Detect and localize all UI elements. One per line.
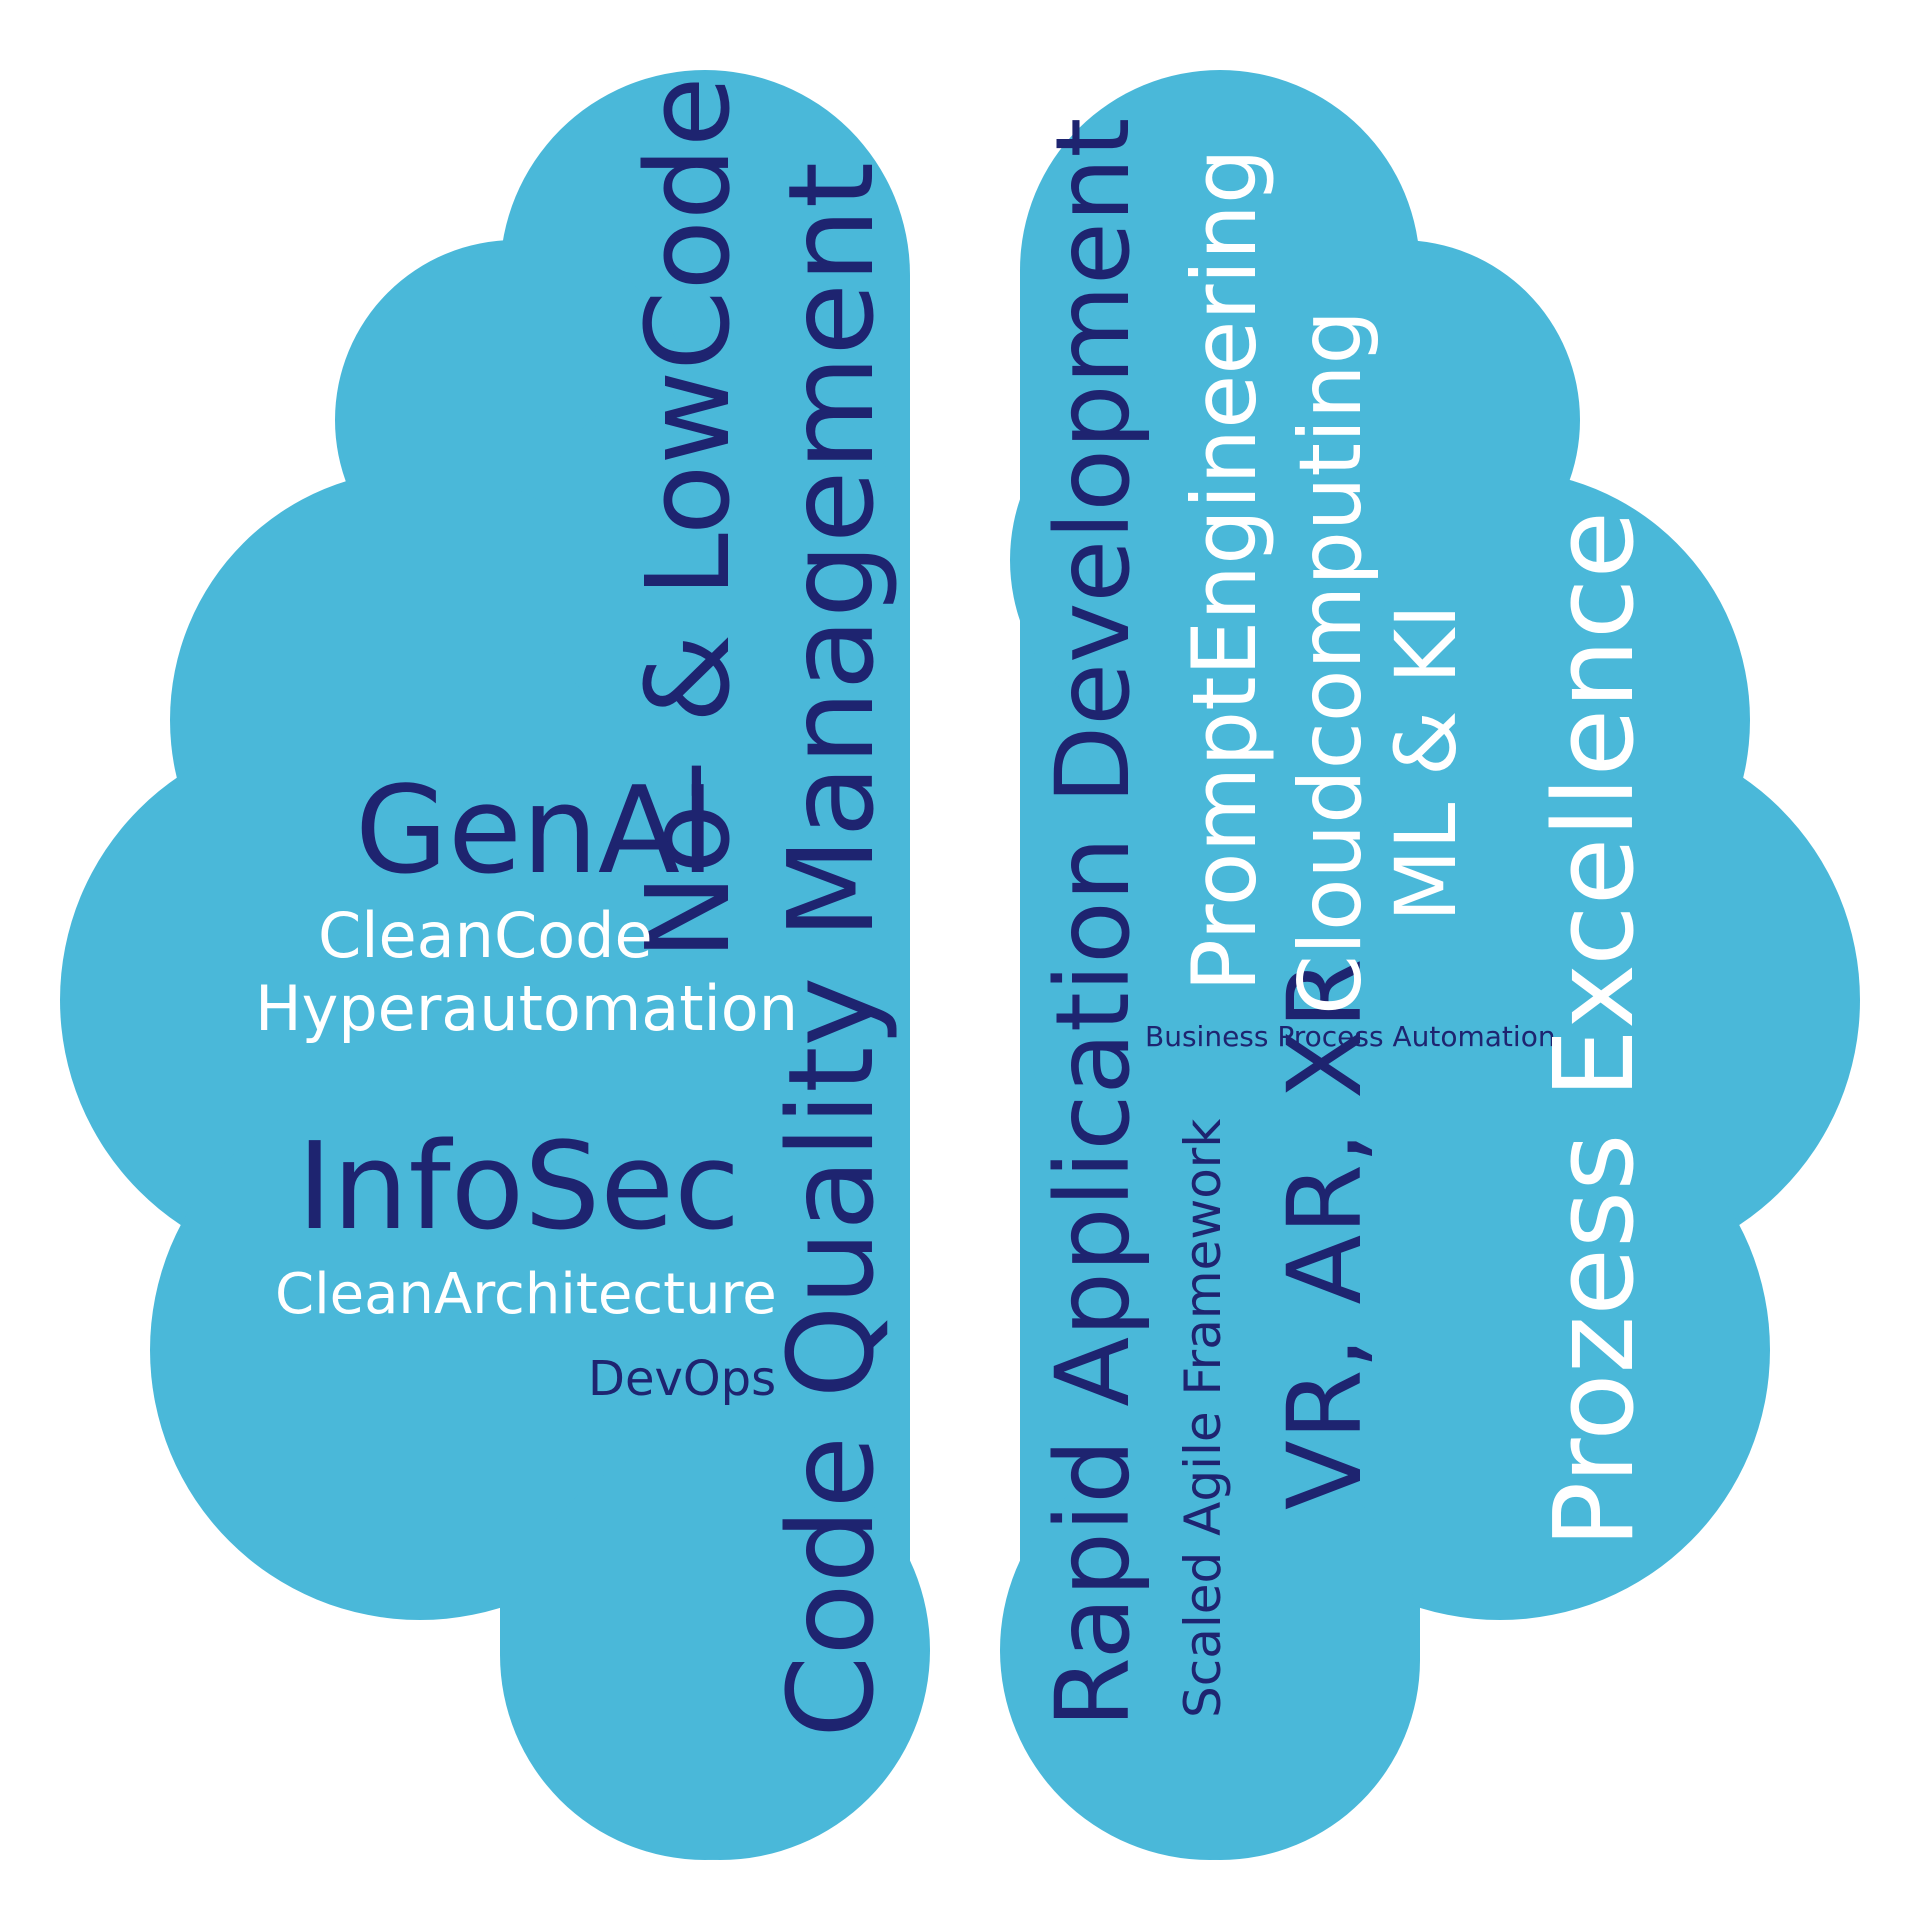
left-hemisphere <box>60 70 930 1860</box>
word-prompt-engineering: PromptEngineering <box>1173 148 1276 992</box>
word-cleancode: CleanCode <box>318 899 653 972</box>
word-no-low-code: No- & LowCode <box>622 76 756 960</box>
word-code-quality-management: Code Quality Management <box>762 162 900 1738</box>
word-genai: GenAI <box>355 762 715 901</box>
word-prozess-excellence: Prozess Excellence <box>1530 511 1658 1548</box>
word-cloudcomputing: Cloudcomputing <box>1281 310 1381 1015</box>
word-devops: DevOps <box>588 1351 776 1407</box>
word-business-process-automation: Business Process Automation <box>1145 1020 1556 1053</box>
word-cleanarchitecture: CleanArchitecture <box>275 1262 777 1327</box>
word-rapid-application-development: Rapid Application Development <box>1034 118 1153 1728</box>
word-infosec: InfoSec <box>297 1118 740 1257</box>
right-hemisphere <box>1000 70 1860 1860</box>
word-hyperautomation: Hyperautomation <box>255 972 798 1045</box>
word-vr-ar-xr: VR, AR, XR <box>1266 958 1385 1510</box>
word-scaled-agile-framework: Scaled Agile Framework <box>1174 1119 1232 1718</box>
word-ml-ki: ML & KI <box>1377 604 1475 922</box>
